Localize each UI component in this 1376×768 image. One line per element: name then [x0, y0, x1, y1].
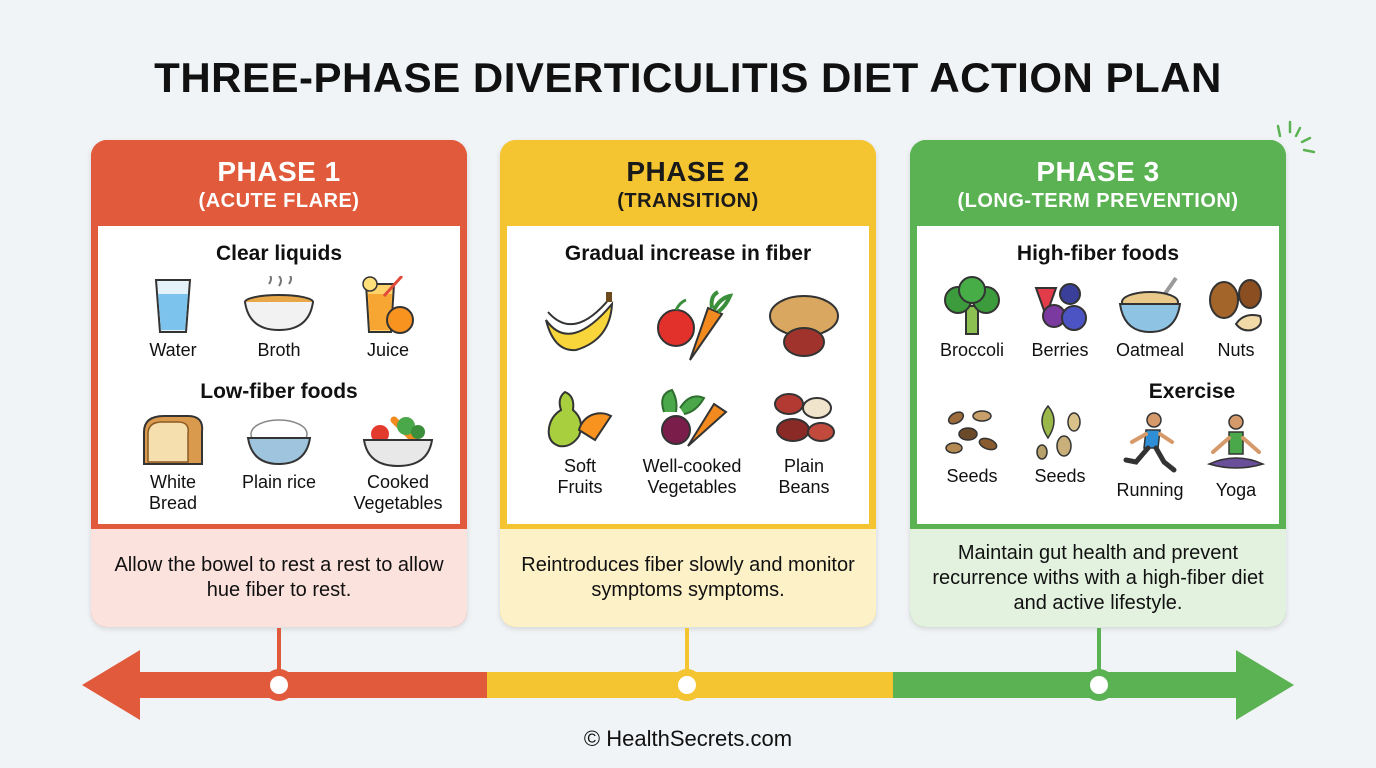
phase-3-subtitle: (LONG-TERM PREVENTION) — [957, 190, 1239, 212]
exercise-heading: Exercise — [1148, 380, 1236, 403]
item-label: Cooked Vegetables — [353, 472, 443, 513]
phase-2-title: PHASE 2 — [626, 156, 750, 187]
phase-3-content: High-fiber foods Broccoli Berries — [914, 226, 1282, 527]
item-seeds-2: Seeds — [1017, 402, 1103, 487]
running-person-icon — [1123, 412, 1177, 473]
high-fiber-heading: High-fiber foods — [1016, 242, 1180, 265]
yoga-person-icon — [1206, 414, 1266, 469]
item-label: Berries — [1031, 340, 1089, 360]
phase-2-header: PHASE 2 (TRANSITION) — [500, 140, 876, 226]
phase-2-subtitle: (TRANSITION) — [617, 190, 759, 212]
copyright-footer: © HealthSecrets.com — [583, 726, 793, 751]
item-label: Plain Beans — [778, 456, 830, 497]
item-broth: Broth — [234, 276, 324, 361]
beans-icon — [774, 393, 835, 442]
item-label: Nuts — [1217, 340, 1255, 360]
item-label: Seeds — [1034, 466, 1086, 486]
phase-1-content: Clear liquids Water Broth — [95, 226, 463, 527]
phase-3-description: Maintain gut health and prevent recurren… — [910, 529, 1286, 627]
seeds-icon — [945, 410, 998, 454]
item-running: Running — [1107, 412, 1193, 501]
item-label: Plain rice — [241, 472, 317, 492]
nuts-icon — [1209, 279, 1262, 332]
low-fiber-heading: Low-fiber foods — [200, 380, 358, 403]
page-title: THREE-PHASE DIVERTICULITIS DIET ACTION P… — [154, 54, 1222, 101]
juice-glass-icon — [362, 276, 414, 334]
item-plain-rice: Plain rice — [234, 412, 324, 493]
timeline-arrow — [82, 628, 1294, 720]
item-label: Running — [1116, 480, 1184, 500]
item-yoga: Yoga — [1193, 412, 1279, 501]
phase-1-title: PHASE 1 — [217, 156, 341, 187]
phase-3-header: PHASE 3 (LONG-TERM PREVENTION) — [910, 140, 1286, 226]
pumpkin-seeds-icon — [1036, 404, 1081, 460]
item-label: Broth — [257, 340, 301, 360]
rice-bowl-icon — [246, 419, 312, 466]
broth-bowl-icon — [244, 276, 314, 332]
phase-1-subtitle: (ACUTE FLARE) — [198, 190, 360, 212]
beet-carrot-icon — [661, 388, 728, 447]
banana-icon — [545, 292, 614, 352]
apple-carrot-icon — [657, 290, 734, 361]
phase-1-card: PHASE 1 (ACUTE FLARE) Clear liquids Wate… — [91, 140, 467, 627]
item-label: Water — [149, 340, 197, 360]
gradual-fiber-heading: Gradual increase in fiber — [564, 242, 812, 265]
item-water: Water — [128, 276, 218, 361]
item-apple-carrot — [647, 290, 737, 368]
potato-bean-icon — [769, 295, 839, 357]
phase-2-card: PHASE 2 (TRANSITION) Gradual increase in… — [500, 140, 876, 627]
item-soft-fruits: Soft Fruits — [535, 386, 625, 498]
item-berries: Berries — [1017, 276, 1103, 361]
berries-icon — [1034, 283, 1087, 331]
phase-2-content: Gradual increase in fiber — [504, 226, 872, 527]
oatmeal-bowl-icon — [1118, 276, 1182, 334]
clear-liquids-heading: Clear liquids — [215, 242, 343, 265]
item-label: Well-cooked Vegetables — [642, 456, 742, 497]
phase-1-description: Allow the bowel to rest a rest to allow … — [91, 529, 467, 627]
item-broccoli: Broccoli — [929, 276, 1015, 361]
phase-3-card: PHASE 3 (LONG-TERM PREVENTION) High-fibe… — [910, 140, 1286, 627]
item-potato-bean — [759, 290, 849, 368]
broccoli-icon — [944, 276, 1000, 335]
phase-1-header: PHASE 1 (ACUTE FLARE) — [91, 140, 467, 226]
item-banana — [535, 290, 625, 364]
item-nuts: Nuts — [1193, 276, 1279, 361]
item-oatmeal: Oatmeal — [1107, 276, 1193, 361]
item-label: Yoga — [1215, 480, 1257, 500]
item-label: Soft Fruits — [557, 456, 603, 497]
item-seeds: Seeds — [929, 402, 1015, 487]
pear-orange-icon — [547, 390, 613, 448]
item-label: White Bread — [148, 472, 198, 513]
item-label: Broccoli — [939, 340, 1005, 360]
phase-2-description: Reintroduces fiber slowly and monitor sy… — [500, 529, 876, 627]
item-label: Oatmeal — [1115, 340, 1185, 360]
item-cooked-vegetables: Cooked Vegetables — [343, 412, 453, 514]
item-juice: Juice — [343, 276, 433, 361]
item-white-bread: White Bread — [128, 412, 218, 514]
vegetable-bowl-icon — [362, 416, 434, 468]
item-label: Seeds — [946, 466, 998, 486]
phase-3-title: PHASE 3 — [1036, 156, 1160, 187]
item-well-cooked-vegetables: Well-cooked Vegetables — [632, 386, 752, 498]
item-label: Juice — [366, 340, 410, 360]
item-plain-beans: Plain Beans — [759, 386, 849, 498]
sparkle-icon — [1276, 120, 1316, 154]
bread-icon — [143, 415, 204, 465]
water-glass-icon — [154, 279, 192, 333]
